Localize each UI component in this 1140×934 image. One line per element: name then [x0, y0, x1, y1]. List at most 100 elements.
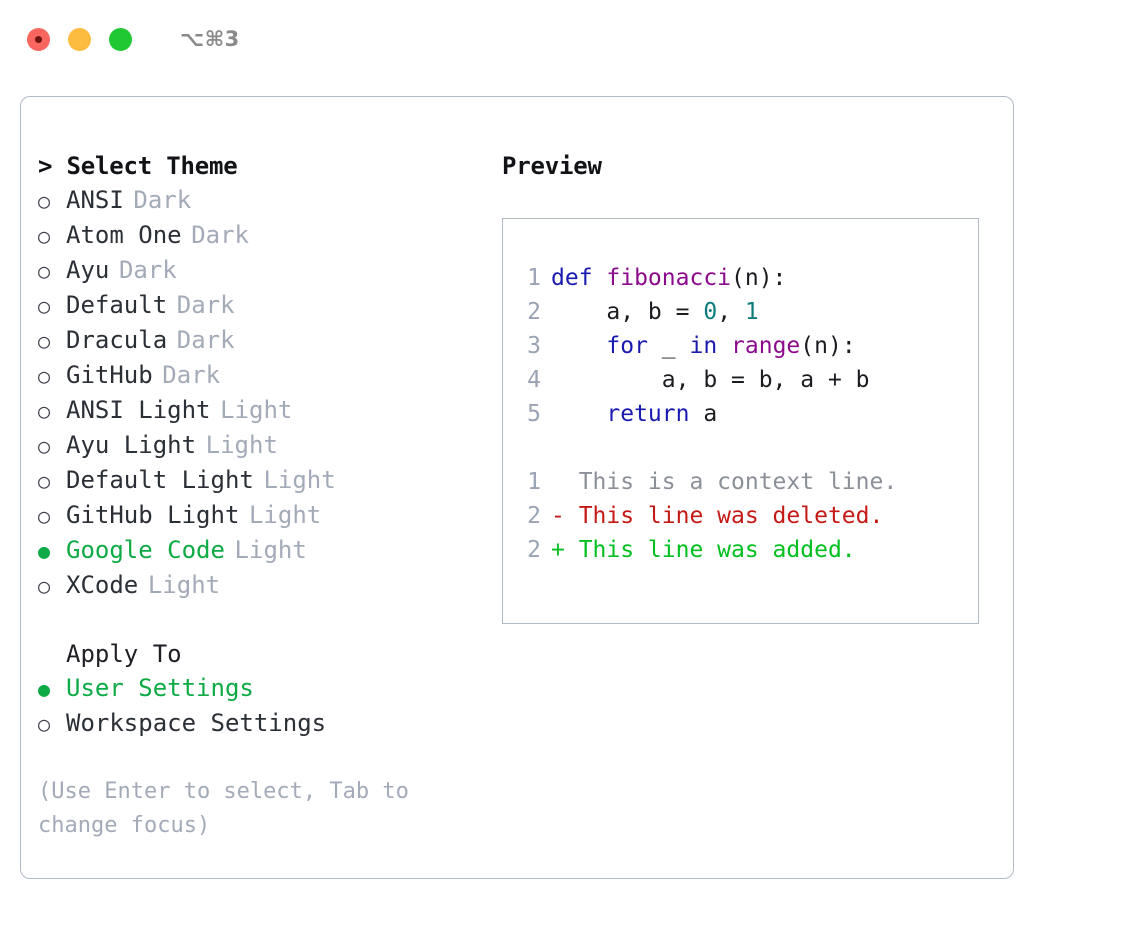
radio-unselected-icon: ○ — [38, 399, 51, 423]
code-token-pl: _ — [661, 333, 690, 359]
code-line-text: return a — [551, 397, 717, 431]
radio-unselected-icon: ○ — [38, 224, 51, 248]
code-token-pl: a, b = b, a + b — [551, 367, 870, 393]
radio-selected-icon: ● — [38, 539, 51, 563]
theme-option-kind: Light — [220, 396, 293, 424]
theme-option-kind: Light — [205, 431, 278, 459]
code-token-pl: (n): — [800, 333, 856, 359]
radio-unselected-icon: ○ — [38, 469, 51, 493]
theme-option-label: GitHub Light — [66, 501, 240, 529]
theme-option-label: Ayu — [66, 256, 110, 284]
theme-option-kind: Dark — [176, 291, 235, 319]
code-token-kw: def — [551, 265, 607, 291]
theme-option-label: Atom One — [66, 221, 182, 249]
code-token-fn: fibonacci — [606, 265, 732, 291]
theme-option-github-light[interactable]: ○ GitHub Light Light — [38, 498, 488, 533]
code-token-kw: in — [689, 333, 732, 359]
theme-option-ayu-light[interactable]: ○ Ayu Light Light — [38, 428, 488, 463]
radio-unselected-icon: ○ — [38, 329, 51, 353]
code-line-number: 5 — [527, 401, 541, 427]
code-line-number: 4 — [527, 367, 541, 393]
diff-line-number: 1 — [527, 469, 541, 495]
diff-line-text: This is a context line. — [551, 469, 898, 495]
keyboard-hint-text: (Use Enter to select, Tab to change focu… — [38, 779, 423, 838]
code-token-kw: return — [551, 401, 704, 427]
diff-line-ctx: 1 This is a context line. — [503, 465, 978, 499]
code-line-text: def fibonacci(n): — [551, 261, 786, 295]
preview-heading: Preview — [502, 152, 602, 180]
code-token-fn: range — [731, 333, 801, 359]
theme-option-label: Dracula — [66, 326, 168, 354]
theme-option-label: Default Light — [66, 466, 254, 494]
code-token-pl: a — [703, 401, 718, 427]
radio-unselected-icon: ○ — [38, 259, 51, 283]
theme-option-label: Google Code — [66, 536, 225, 564]
theme-option-atom-one[interactable]: ○ Atom One Dark — [38, 218, 488, 253]
radio-unselected-icon: ○ — [38, 504, 51, 528]
code-diff-spacer — [503, 431, 978, 465]
theme-option-label: Ayu Light — [66, 431, 197, 459]
theme-option-ansi-light[interactable]: ○ ANSI Light Light — [38, 393, 488, 428]
code-line: 3 for _ in range(n): — [503, 329, 978, 363]
section-spacer — [38, 603, 488, 637]
select-theme-heading: > Select Theme — [38, 152, 238, 180]
radio-selected-icon: ● — [38, 677, 51, 701]
code-line-number: 2 — [527, 299, 541, 325]
theme-option-label: GitHub — [66, 361, 153, 389]
theme-option-google-code[interactable]: ● Google Code Light — [38, 533, 488, 568]
diff-line-number: 2 — [527, 503, 541, 529]
code-line-number: 1 — [527, 265, 541, 291]
diff-line-text: - This line was deleted. — [551, 503, 884, 529]
code-token-pl: , — [717, 299, 745, 325]
window-titlebar: ⌥⌘3 — [0, 0, 1140, 78]
apply-to-option-label: User Settings — [66, 674, 254, 702]
code-token-num: 0 — [703, 299, 718, 325]
apply-to-option-list: ● User Settings ○ Workspace Settings — [38, 671, 488, 741]
theme-option-label: Default — [66, 291, 168, 319]
code-token-pl: a, b = — [551, 299, 704, 325]
window-title: ⌥⌘3 — [180, 27, 240, 51]
code-line: 4 a, b = b, a + b — [503, 363, 978, 397]
theme-option-kind: Dark — [191, 221, 249, 249]
theme-option-default[interactable]: ○ Default Dark — [38, 288, 488, 323]
radio-unselected-icon: ○ — [38, 364, 51, 388]
theme-option-kind: Light — [147, 571, 221, 599]
theme-option-label: ANSI Light — [66, 396, 211, 424]
theme-option-dracula[interactable]: ○ Dracula Dark — [38, 323, 488, 358]
radio-unselected-icon: ○ — [38, 712, 51, 736]
radio-unselected-icon: ○ — [38, 189, 51, 213]
theme-option-kind: Light — [234, 536, 307, 564]
theme-option-ayu[interactable]: ○ Ayu Dark — [38, 253, 488, 288]
apply-to-option-workspace-settings[interactable]: ○ Workspace Settings — [38, 706, 488, 741]
radio-unselected-icon: ○ — [38, 294, 51, 318]
theme-option-kind: Dark — [176, 326, 235, 354]
close-button-icon[interactable] — [27, 27, 50, 51]
code-line-text: a, b = 0, 1 — [551, 295, 759, 329]
code-line: 5 return a — [503, 397, 978, 431]
theme-option-kind: Dark — [118, 256, 177, 284]
theme-option-kind: Light — [248, 501, 322, 529]
code-token-num: 1 — [744, 299, 759, 325]
radio-unselected-icon: ○ — [38, 434, 51, 458]
code-line: 2 a, b = 0, 1 — [503, 295, 978, 329]
minimize-button-icon[interactable] — [68, 27, 91, 51]
apply-to-option-user-settings[interactable]: ● User Settings — [38, 671, 488, 706]
diff-line-del: 2 - This line was deleted. — [503, 499, 978, 533]
code-line: 1 def fibonacci(n): — [503, 261, 978, 295]
theme-option-label: XCode — [66, 571, 139, 599]
apply-to-option-label: Workspace Settings — [66, 709, 327, 737]
maximize-button-icon[interactable] — [109, 27, 132, 51]
traffic-light-group — [27, 27, 132, 51]
theme-option-kind: Dark — [133, 186, 192, 214]
